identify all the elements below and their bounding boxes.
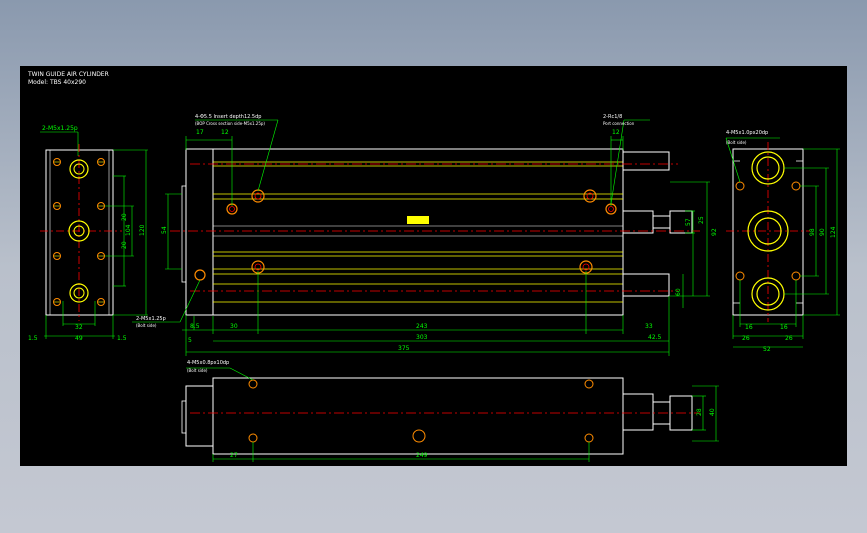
note-left-bot-2: (Bolt side) [136,323,157,328]
dim-243: 243 [416,323,428,330]
main-side-view: 17 12 12 54 5 8.5 30 243 33 303 42.5 375… [132,114,718,356]
rod-hole-icon [68,220,90,242]
port-hole-icon [69,159,89,179]
dim-49: 49 [75,335,83,342]
drawing-canvas: TWIN GUIDE AIR CYLINDER Model: TBS 40x29… [27,71,840,462]
dim-375: 375 [398,345,410,352]
dim-104: 104 [125,224,132,236]
note-left-top: 2-M5x1.25p [42,125,78,132]
dim-1-5-right: 1.5 [117,335,127,342]
note-bot-1: 4-M5x0.8px10dp [187,360,229,366]
dim-52: 52 [763,346,771,353]
dim-17: 17 [196,129,204,136]
dim-5: 5 [188,337,192,344]
note-top-left-2: (BOP Cross section side-M5x1.25p) [195,121,265,126]
dim-90: 90 [819,228,826,236]
cad-viewport[interactable]: TWIN GUIDE AIR CYLINDER Model: TBS 40x29… [20,66,847,466]
dim-16b: 16 [780,324,788,331]
dim-57: 57 [685,218,692,226]
dim-1-5-left: 1.5 [28,335,38,342]
dim-26b: 26 [785,335,793,342]
dim-42-5: 42.5 [648,334,662,341]
bottom-view: 27 249 28 40 4-M5x0.8px10dp (Bolt side) [181,360,719,462]
dim-16a: 16 [745,324,753,331]
note-right-top-1: 4-M5x1.0px20dp [726,130,768,136]
dim-20a: 20 [121,213,128,221]
dim-20b: 20 [121,241,128,249]
dim-27: 27 [230,452,238,459]
dim-8-5: 8.5 [190,323,200,330]
dim-12b: 12 [612,129,620,136]
note-bot-2: (Bolt side) [187,368,208,373]
note-right-top-2: (Bolt side) [726,140,747,145]
nameplate-icon [407,216,429,224]
title-line1: TWIN GUIDE AIR CYLINDER [27,71,109,78]
dim-92: 92 [711,228,718,236]
title-line2: Model: TBS 40x290 [28,79,86,86]
dim-33: 33 [645,323,653,330]
note-top-right-2: Port connection [603,121,635,126]
dim-249: 249 [416,452,428,459]
left-end-view: 1.5 49 1.5 32 20 20 104 120 2-M5x1.25p [28,125,148,342]
right-end-view: 16 16 26 26 52 98 90 124 4-M5x1.0px20dp … [725,130,840,353]
dim-12a: 12 [221,129,229,136]
dim-54: 54 [161,226,168,234]
dim-26a: 26 [742,335,750,342]
dim-124: 124 [830,226,837,238]
note-left-bot-1: 2-M5x1.25p [136,316,166,322]
title-block: TWIN GUIDE AIR CYLINDER Model: TBS 40x29… [27,71,109,86]
dim-60: 60 [675,288,682,296]
note-top-right-1: 2-Rc1/8 [603,114,622,120]
dim-32: 32 [75,324,83,331]
dim-40: 40 [709,408,716,416]
dim-25: 25 [698,216,705,224]
dim-303: 303 [416,334,428,341]
dim-30: 30 [230,323,238,330]
dim-120: 120 [139,224,146,236]
note-top-left-1: 4-Φ5.5 Insert depth12.5dp [195,114,261,120]
dim-28: 28 [696,408,703,416]
dim-98: 98 [809,228,816,236]
